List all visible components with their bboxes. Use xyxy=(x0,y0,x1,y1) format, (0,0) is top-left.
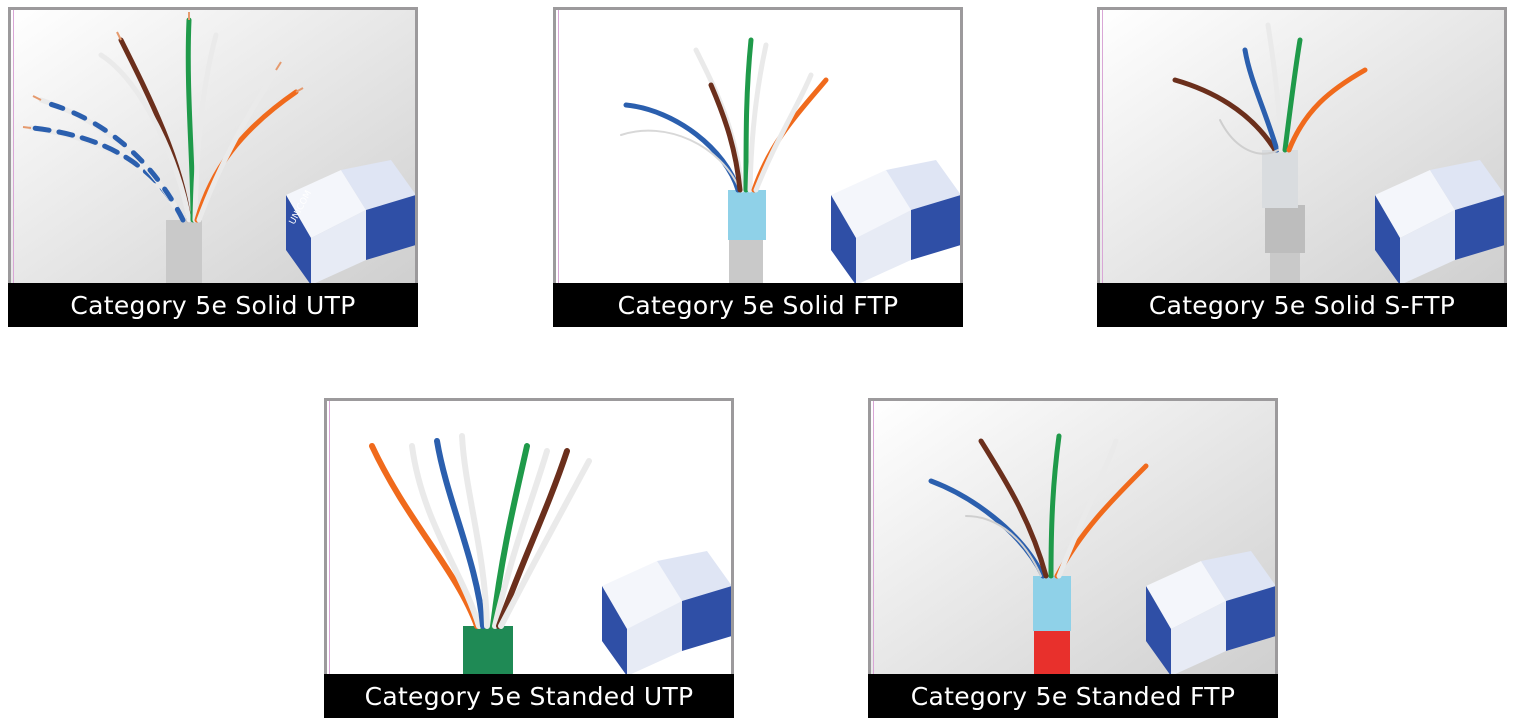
frame-guide-line xyxy=(558,10,559,324)
product-card-standed-ftp[interactable]: Category 5e Standed FTP xyxy=(868,398,1278,718)
product-image-standed-ftp xyxy=(871,401,1275,675)
product-caption: Category 5e Solid FTP xyxy=(553,283,963,327)
product-caption: Category 5e Solid UTP xyxy=(8,283,418,327)
frame-guide-line xyxy=(873,401,874,715)
product-card-standed-utp[interactable]: Category 5e Standed UTP xyxy=(324,398,734,718)
product-card-solid-utp[interactable]: UNICOM Category 5e Solid UTP xyxy=(8,7,418,327)
product-card-solid-ftp[interactable]: Category 5e Solid FTP xyxy=(553,7,963,327)
product-image-solid-utp: UNICOM xyxy=(11,10,415,284)
product-image-standed-utp xyxy=(327,401,731,675)
frame-guide-line xyxy=(13,10,14,324)
product-image-solid-ftp xyxy=(556,10,960,284)
product-caption: Category 5e Solid S-FTP xyxy=(1097,283,1507,327)
product-card-solid-sftp[interactable]: Category 5e Solid S-FTP xyxy=(1097,7,1507,327)
product-caption: Category 5e Standed UTP xyxy=(324,674,734,718)
product-image-solid-sftp xyxy=(1100,10,1504,284)
frame-guide-line xyxy=(329,401,330,715)
product-caption: Category 5e Standed FTP xyxy=(868,674,1278,718)
frame-guide-line xyxy=(1102,10,1103,324)
